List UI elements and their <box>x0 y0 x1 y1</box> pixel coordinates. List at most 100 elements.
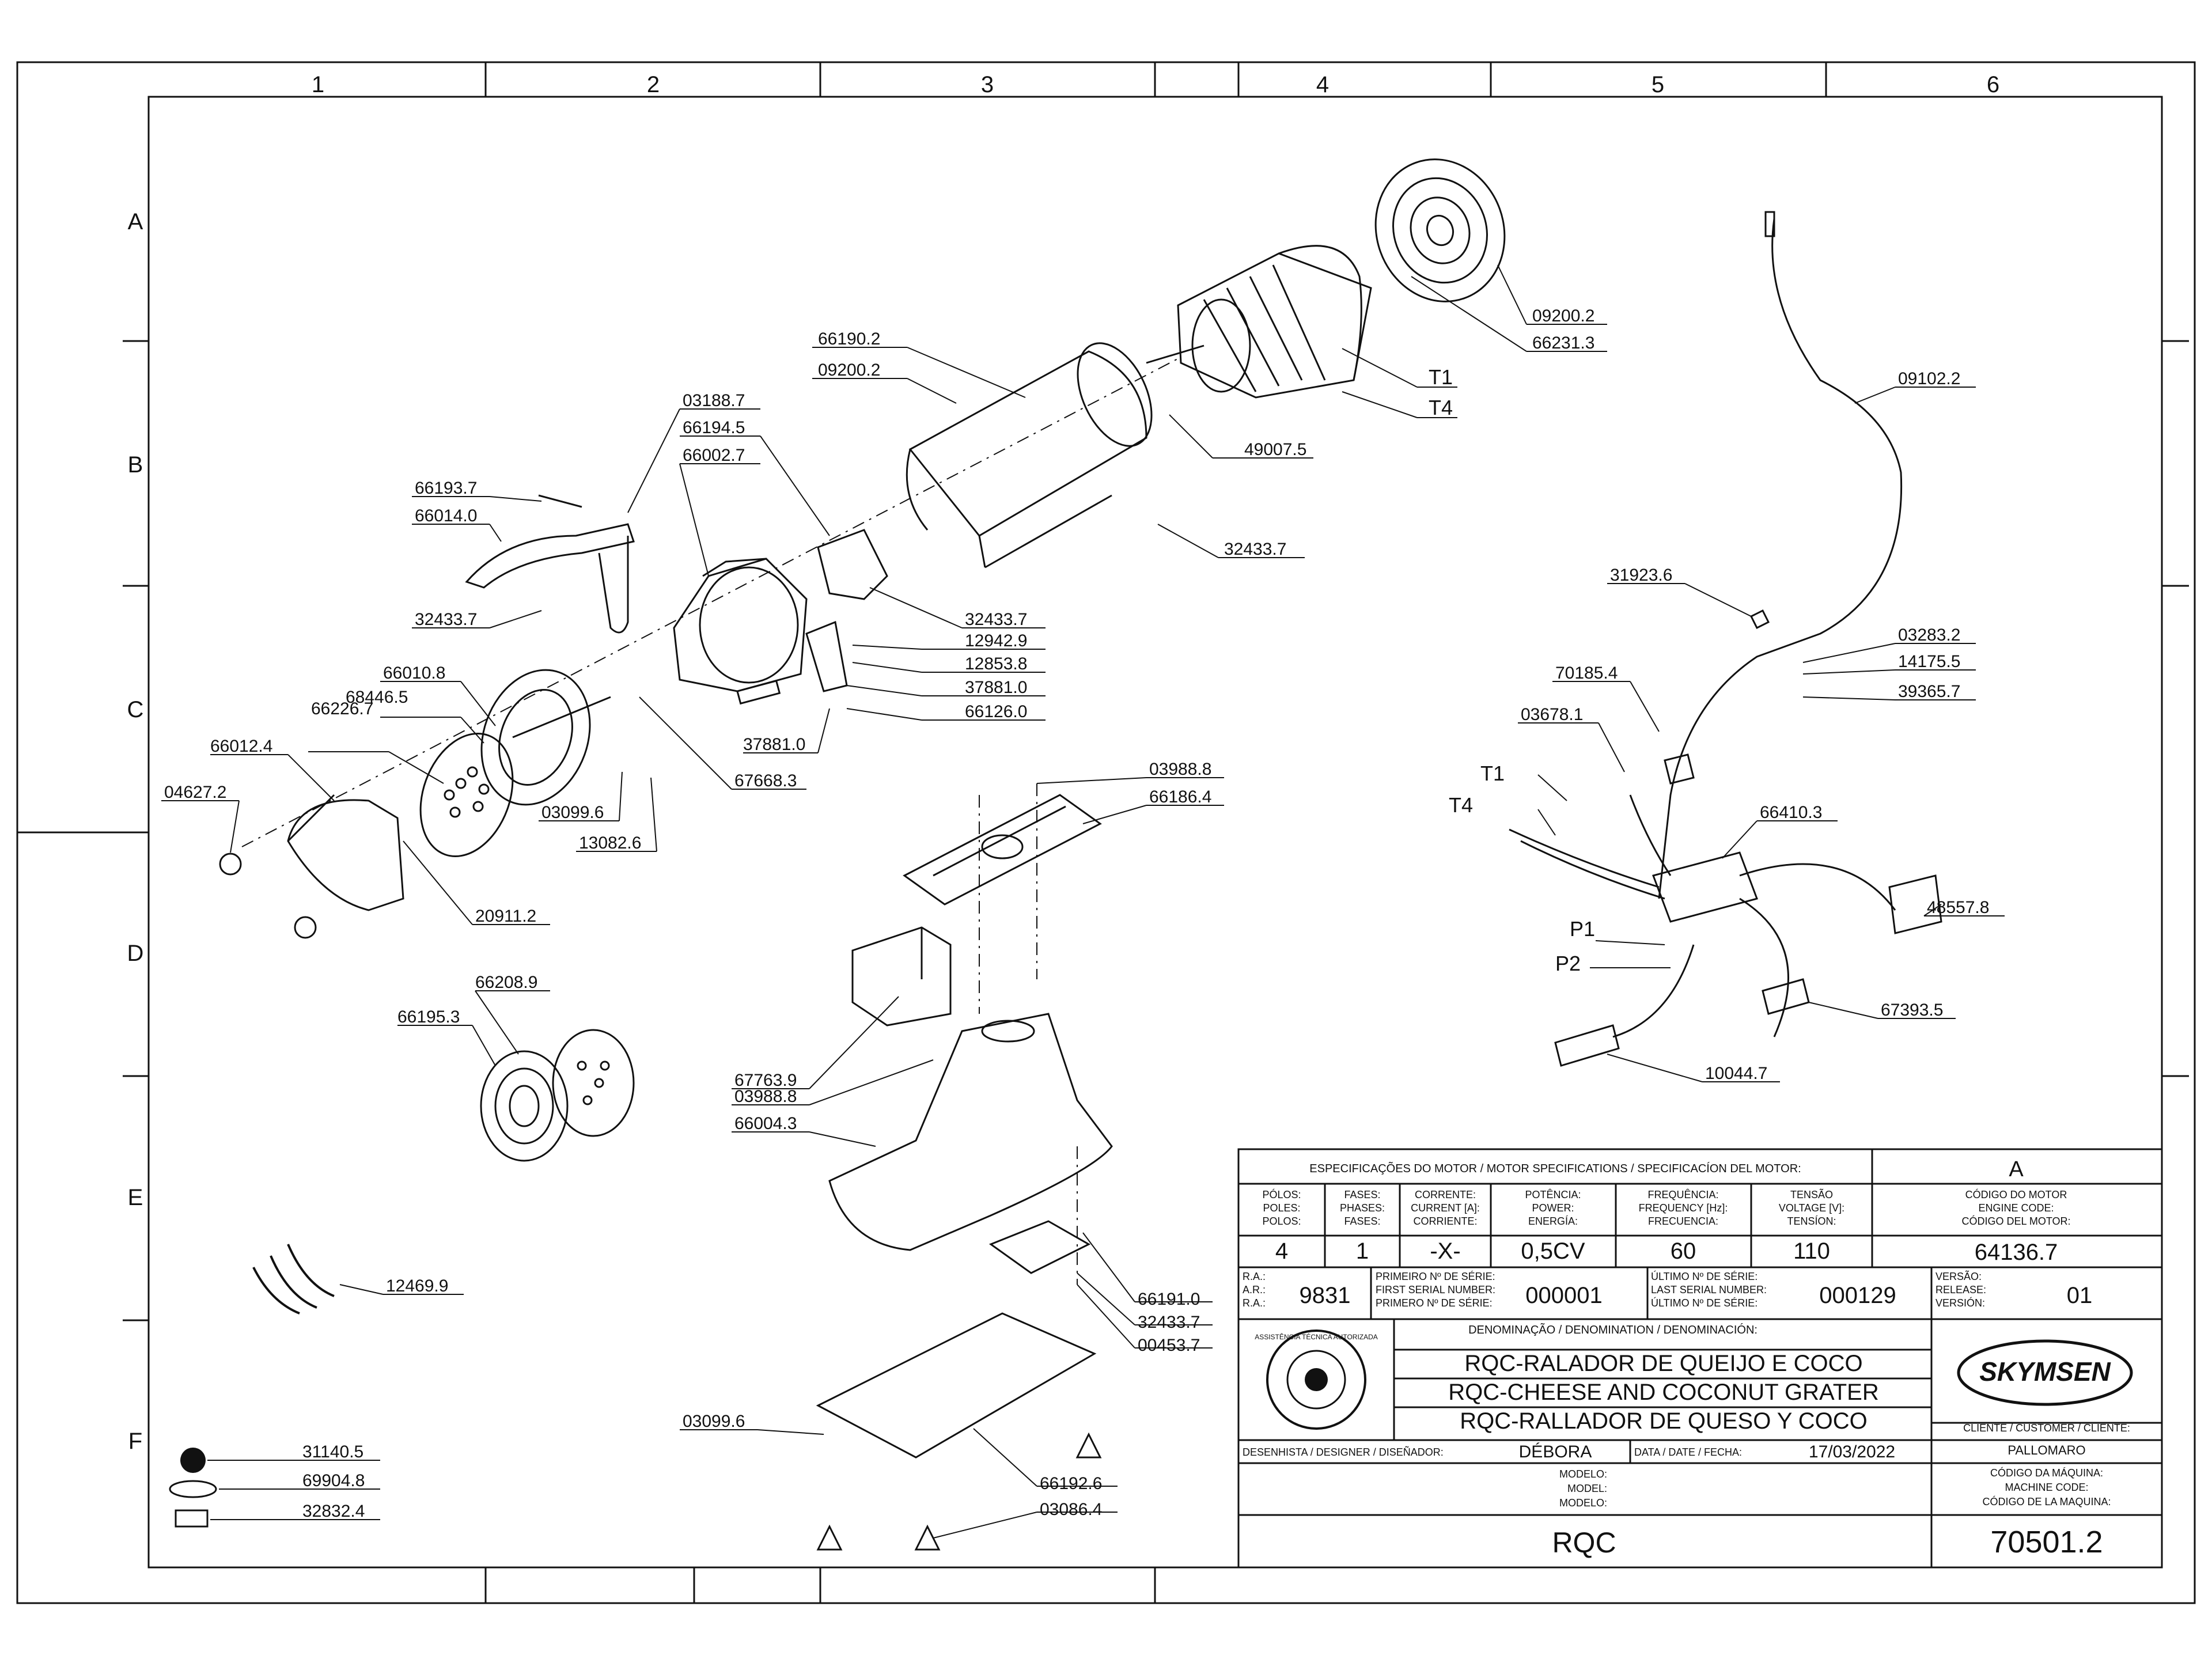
callout-T4-motor: T4 <box>1429 396 1453 419</box>
svg-text:ENERGÍA:: ENERGÍA: <box>1528 1215 1578 1227</box>
svg-text:FREQUÊNCIA:: FREQUÊNCIA: <box>1647 1189 1718 1200</box>
zone-col-2: 2 <box>647 72 660 97</box>
svg-text:FIRST SERIAL NUMBER:: FIRST SERIAL NUMBER: <box>1376 1284 1495 1296</box>
spec-frequency: FREQUÊNCIA: FREQUENCY [Hz]: FRECUENCIA: … <box>1639 1189 1728 1264</box>
callout-04627-2: 04627.2 <box>164 783 226 802</box>
svg-text:VERSÃO:: VERSÃO: <box>1936 1270 1982 1282</box>
client-label: CLIENTE / CUSTOMER / CLIENTE: <box>1963 1422 2130 1434</box>
callout-66126-0: 66126.0 <box>965 702 1027 721</box>
model-label-3: MODELO: <box>1559 1497 1607 1509</box>
callout-66002-7: 66002.7 <box>683 446 745 465</box>
zone-col-6: 6 <box>1987 72 1999 97</box>
leader-lines <box>161 264 2005 1539</box>
svg-text:CÓDIGO DO MOTOR: CÓDIGO DO MOTOR <box>1965 1188 2067 1200</box>
callout-09200-2-b: 09200.2 <box>1532 306 1594 325</box>
callout-12853-8: 12853.8 <box>965 654 1027 673</box>
revision-letter: A <box>2009 1157 2024 1181</box>
callout-20911-2: 20911.2 <box>475 907 536 926</box>
motor-spec-header: ESPECIFICAÇÕES DO MOTOR / MOTOR SPECIFIC… <box>1309 1161 1801 1175</box>
callout-32433-7-a: 32433.7 <box>1224 540 1286 559</box>
zone-row-labels: A B C D E F <box>127 209 144 1454</box>
svg-text:ÚLTIMO Nº DE SÉRIE:: ÚLTIMO Nº DE SÉRIE: <box>1651 1270 1758 1282</box>
callout-66193-7: 66193.7 <box>415 479 477 498</box>
callout-32433-7-b: 32433.7 <box>415 610 477 629</box>
zone-row-d: D <box>127 941 144 966</box>
callout-03188-7: 03188.7 <box>683 391 745 410</box>
denomination-header: DENOMINAÇÃO / DENOMINATION / DENOMINACIÓ… <box>1468 1323 1758 1336</box>
svg-text:CORRENTE:: CORRENTE: <box>1415 1189 1476 1200</box>
callout-48557-8: 48557.8 <box>1927 898 1989 917</box>
machine-code-label-3: CÓDIGO DE LA MAQUINA: <box>1982 1495 2111 1508</box>
zone-column-labels: 1 2 3 4 5 6 <box>312 72 1999 97</box>
svg-text:TENSÃO: TENSÃO <box>1790 1188 1833 1200</box>
name-es: RQC-RALLADOR DE QUESO Y COCO <box>1460 1408 1868 1434</box>
callout-14175-5: 14175.5 <box>1898 652 1960 671</box>
svg-text:RELEASE:: RELEASE: <box>1936 1284 1986 1296</box>
svg-text:LAST SERIAL NUMBER:: LAST SERIAL NUMBER: <box>1651 1284 1767 1296</box>
callout-66194-5: 66194.5 <box>683 418 745 437</box>
callout-66410-3: 66410.3 <box>1760 803 1822 822</box>
callout-12942-9: 12942.9 <box>965 631 1027 650</box>
svg-text:CURRENT [A]:: CURRENT [A]: <box>1411 1202 1480 1214</box>
callout-09102-2: 09102.2 <box>1898 369 1960 388</box>
collection-tray <box>851 926 952 1027</box>
spare-discs <box>480 1029 635 1162</box>
callout-03283-2: 03283.2 <box>1898 626 1960 645</box>
designer-value: DÉBORA <box>1519 1442 1592 1461</box>
svg-text:ENGINE CODE:: ENGINE CODE: <box>1978 1202 2054 1214</box>
name-pt: RQC-RALADOR DE QUEIJO E COCO <box>1464 1351 1862 1376</box>
callout-37881-0-a: 37881.0 <box>965 678 1027 697</box>
svg-text:POTÊNCIA:: POTÊNCIA: <box>1525 1189 1581 1200</box>
callout-T4-board: T4 <box>1449 793 1473 817</box>
callout-T1-board: T1 <box>1480 762 1505 785</box>
callout-66226-7: 66226.7 <box>311 699 373 718</box>
callout-31140-5: 31140.5 <box>302 1442 363 1461</box>
callout-03988-8-a: 03988.8 <box>1149 760 1211 779</box>
callout-66190-2: 66190.2 <box>818 329 880 349</box>
callout-68446-5: 68446.5 <box>346 688 408 707</box>
spec-power: POTÊNCIA: POWER: ENERGÍA: 0,5CV <box>1521 1189 1585 1264</box>
feed-chute-bracket <box>805 529 888 692</box>
callout-67668-3: 67668.3 <box>734 771 797 790</box>
svg-text:FASES:: FASES: <box>1344 1215 1380 1227</box>
client-value: PALLOMARO <box>2008 1443 2085 1457</box>
callout-67763-9: 67763.9 <box>734 1071 797 1090</box>
svg-text:1: 1 <box>1356 1238 1369 1264</box>
authorized-service-stamp: ASSISTÊNCIA TÉCNICA AUTORIZADA <box>1255 1330 1378 1430</box>
last-serial-field: ÚLTIMO Nº DE SÉRIE: LAST SERIAL NUMBER: … <box>1651 1270 1896 1309</box>
model-value: RQC <box>1552 1527 1616 1559</box>
callout-03678-1: 03678.1 <box>1521 705 1583 724</box>
svg-text:PRIMEIRO Nº DE SÉRIE:: PRIMEIRO Nº DE SÉRIE: <box>1376 1271 1495 1282</box>
drawing-frame <box>16 61 2196 1604</box>
spec-voltage: TENSÃO VOLTAGE [V]: TENSÍON: 110 <box>1779 1188 1844 1264</box>
callout-13082-6: 13082.6 <box>579 834 641 853</box>
zone-row-c: C <box>127 697 144 722</box>
svg-text:000001: 000001 <box>1525 1283 1602 1308</box>
callout-66195-3: 66195.3 <box>397 1007 460 1027</box>
callout-T1-motor: T1 <box>1429 365 1453 389</box>
zone-col-1: 1 <box>312 72 324 97</box>
callout-70185-4: 70185.4 <box>1555 664 1618 683</box>
machine-code-label-2: MACHINE CODE: <box>2005 1482 2088 1493</box>
title-block: ESPECIFICAÇÕES DO MOTOR / MOTOR SPECIFIC… <box>1237 1148 2163 1569</box>
model-label-2: MODEL: <box>1567 1483 1607 1494</box>
skymsen-logo: SKYMSEN <box>1957 1339 2133 1406</box>
svg-text:PRIMERO Nº DE SÉRIE:: PRIMERO Nº DE SÉRIE: <box>1376 1297 1493 1309</box>
spec-poles: PÓLOS: POLES: POLOS: 4 <box>1262 1188 1301 1264</box>
callout-12469-9: 12469.9 <box>386 1277 448 1296</box>
motor-housing-cover <box>906 342 1153 569</box>
part-callouts: 66190.2 09200.2 09200.2 66231.3 T1 T4 49… <box>164 306 1989 1521</box>
svg-text:4: 4 <box>1275 1238 1288 1264</box>
callout-66186-4: 66186.4 <box>1149 787 1211 806</box>
spec-current: CORRENTE: CURRENT [A]: CORRIENTE: -X- <box>1411 1189 1480 1264</box>
svg-text:CORRIENTE:: CORRIENTE: <box>1413 1215 1477 1227</box>
callout-03086-4: 03086.4 <box>1040 1500 1102 1519</box>
zone-row-b: B <box>128 452 143 478</box>
drum-housing <box>480 669 611 806</box>
svg-text:R.A.:: R.A.: <box>1243 1271 1266 1282</box>
date-value: 17/03/2022 <box>1809 1442 1895 1461</box>
svg-text:CÓDIGO DEL MOTOR:: CÓDIGO DEL MOTOR: <box>1961 1215 2070 1227</box>
callout-10044-7: 10044.7 <box>1705 1064 1767 1083</box>
callout-P1: P1 <box>1570 917 1595 941</box>
